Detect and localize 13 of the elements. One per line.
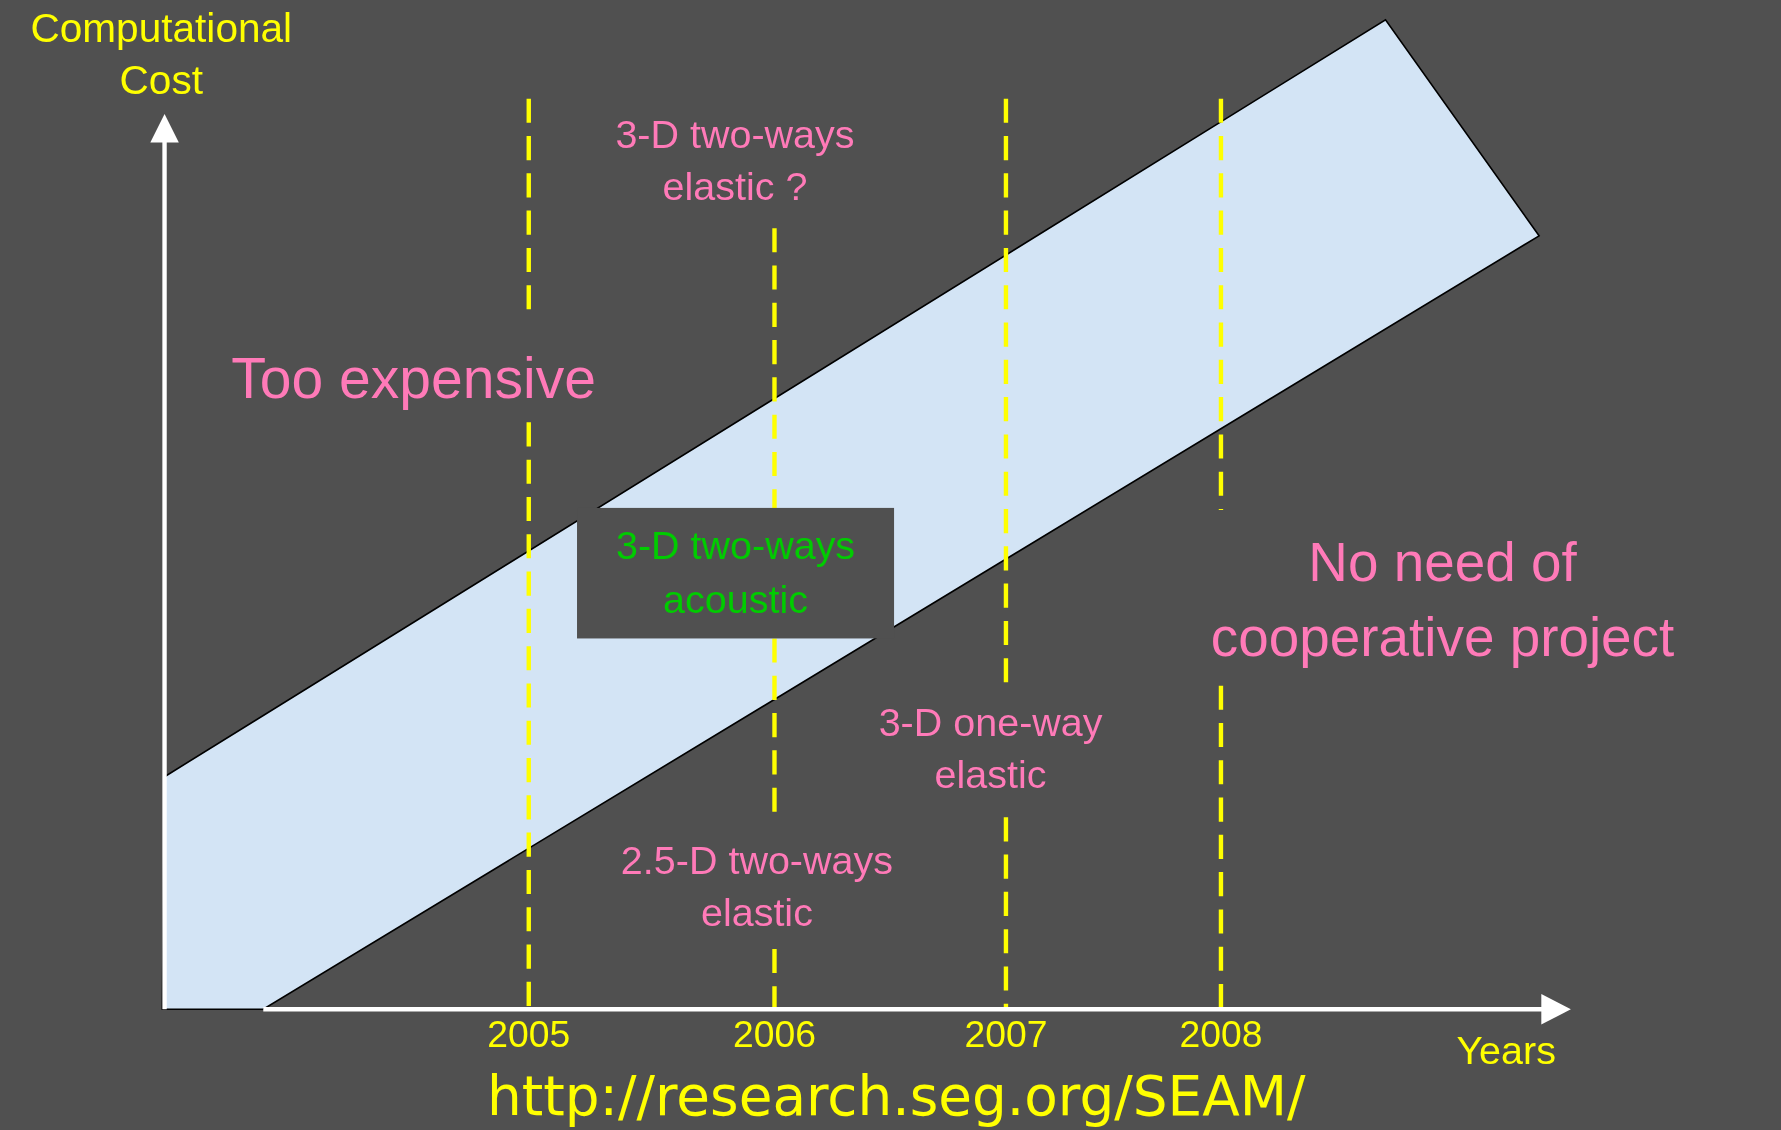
label-box: 3-D two-ways acoustic	[577, 507, 895, 639]
tick-label: 2006	[732, 1013, 817, 1055]
region-label: Too expensive	[230, 345, 597, 413]
region-label: 3-D one-way elastic	[877, 698, 1104, 799]
url-text: http://research.seg.org/SEAM/	[485, 1066, 1307, 1127]
axis-title: Computational Cost	[29, 4, 294, 106]
tick-label: 2008	[1178, 1013, 1264, 1055]
tick-label: 2005	[486, 1013, 572, 1055]
region-label: No need of cooperative project	[1209, 531, 1676, 670]
tick-label: 2007	[963, 1013, 1049, 1055]
region-label: 3-D two-ways elastic ?	[614, 110, 856, 211]
region-label: 2.5-D two-ways elastic	[619, 837, 894, 937]
axis-title: Years	[1455, 1026, 1557, 1075]
